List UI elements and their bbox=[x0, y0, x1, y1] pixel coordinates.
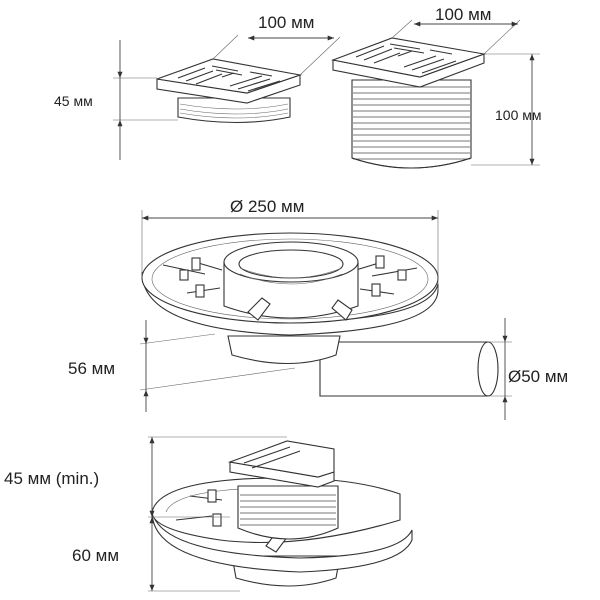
label-assembly-bottom: 60 мм bbox=[72, 546, 119, 565]
dim-small-grate-height: 45 мм bbox=[54, 40, 178, 160]
label-small-grate-width: 100 мм bbox=[258, 13, 314, 32]
label-small-grate-height: 45 мм bbox=[54, 93, 93, 109]
label-body-diameter: Ø 250 мм bbox=[230, 197, 304, 216]
dim-large-grate-height: 100 мм bbox=[471, 53, 542, 166]
drain-body bbox=[141, 232, 499, 397]
label-outlet-diameter: Ø50 мм bbox=[508, 367, 568, 386]
label-large-grate-height: 100 мм bbox=[495, 107, 542, 123]
dim-body-height: 56 мм bbox=[68, 320, 296, 412]
label-large-grate-width: 100 мм bbox=[435, 5, 491, 24]
dim-body-diameter: Ø 250 мм bbox=[141, 197, 439, 290]
dim-large-grate-width: 100 мм bbox=[391, 5, 521, 55]
drain-assembly bbox=[151, 440, 413, 587]
large-grate bbox=[330, 37, 487, 169]
dim-outlet-diameter: Ø50 мм bbox=[488, 318, 568, 420]
dim-small-grate-width: 100 мм bbox=[212, 13, 341, 76]
dim-assembly-top: 45 мм (min.) bbox=[4, 436, 287, 518]
label-assembly-top: 45 мм (min.) bbox=[4, 469, 99, 488]
small-grate bbox=[156, 58, 303, 124]
dim-assembly-bottom: 60 мм bbox=[72, 517, 240, 592]
label-body-height: 56 мм bbox=[68, 359, 115, 378]
